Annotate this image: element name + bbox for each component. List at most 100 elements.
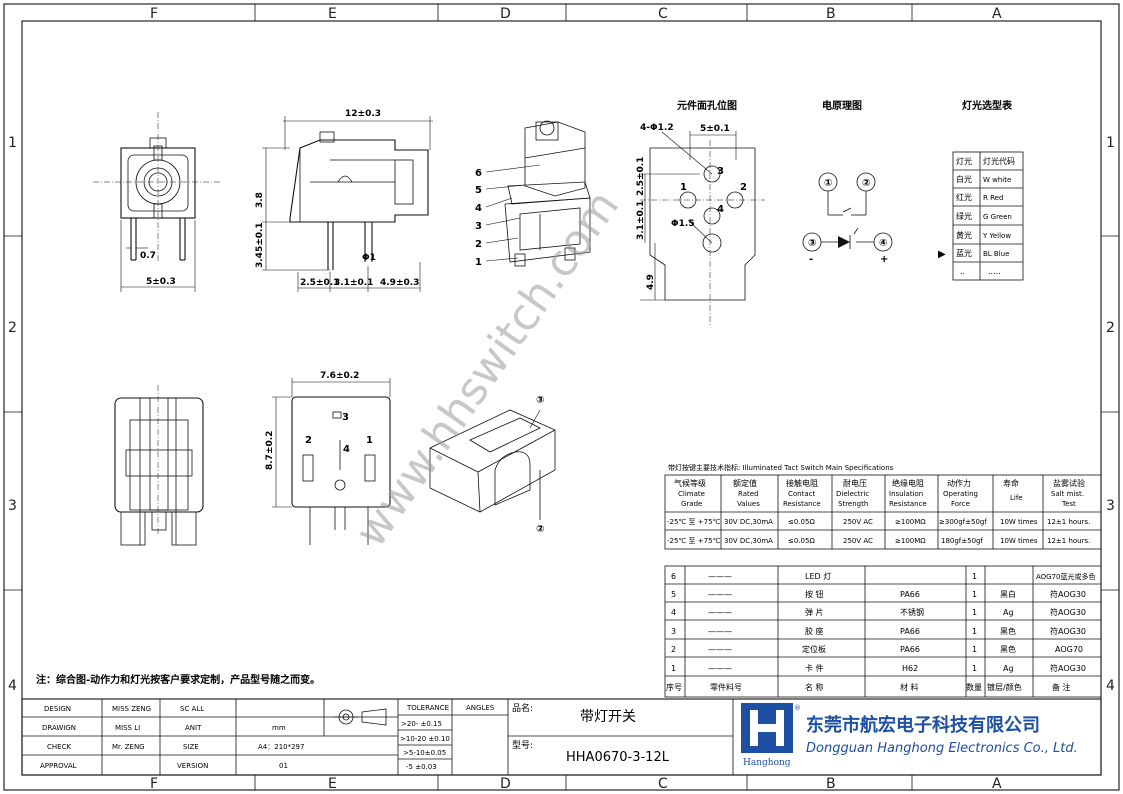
- isometric-view: [429, 409, 556, 520]
- spec-r1-c7: 10W times: [1000, 518, 1038, 526]
- iso-mark-3: ③: [536, 395, 544, 406]
- pcb-hole-spacing-dim: 5±0.1: [700, 124, 730, 134]
- zone-row-3-right: 3: [1106, 498, 1115, 514]
- bottom-height-dim: 8.7±0.2: [265, 431, 275, 470]
- pcb-hole-bottom-dim: 4.9: [646, 274, 656, 290]
- bom-r4-qty: 1: [972, 608, 977, 617]
- bom-r1-note: 符AOG30: [1050, 663, 1086, 673]
- side-pitch3-dim: 4.9±0.3: [380, 278, 419, 288]
- schematic: [802, 172, 893, 252]
- company-name-cn: 东莞市航宏电子科技有限公司: [806, 714, 1040, 736]
- side-height1-dim: 3.8: [255, 192, 265, 208]
- pcb-pin-1: 1: [680, 182, 687, 193]
- schematic-minus: -: [809, 254, 813, 265]
- bom-r5-qty: 1: [972, 590, 977, 599]
- bom-r3-mat: PA66: [900, 627, 920, 636]
- bom-header-no: 序号: [666, 682, 682, 692]
- zone-col-b-top: B: [826, 6, 836, 22]
- part-callout-2: 2: [475, 239, 482, 250]
- side-pitch2-dim: 3.1±0.1: [334, 278, 373, 288]
- bottom-width-dim: 7.6±0.2: [320, 371, 359, 381]
- tb-drawing-value: MISS LI: [115, 724, 140, 732]
- lamp-selected-arrow: ▶: [938, 249, 946, 260]
- spec-h1-l2: Climate: [678, 490, 705, 498]
- bom-r2-name: 定位板: [802, 644, 826, 654]
- lamp-row-6-color: ..: [960, 267, 965, 276]
- bom-r3-no: 3: [671, 627, 676, 636]
- spec-h8-l3: Test: [1061, 500, 1076, 508]
- front-width-dim: 5±0.3: [146, 277, 176, 287]
- pcb-center-hole-dim: Φ1.5: [671, 219, 695, 229]
- spec-h6-l3: Force: [951, 500, 970, 508]
- schematic-node-1: ①: [824, 178, 832, 189]
- pcb-hole-layout: [640, 131, 765, 325]
- spec-r1-c3: ≤0.05Ω: [788, 518, 815, 526]
- spec-r2-c5: ≥100MΩ: [895, 537, 926, 545]
- lamp-row-6-code: .....: [988, 267, 1001, 276]
- spec-r1-c5: ≥100MΩ: [895, 518, 926, 526]
- spec-h4-l1: 耐电压: [843, 478, 867, 488]
- spec-h2-l2: Rated: [738, 490, 759, 498]
- spec-h4-l3: Strength: [838, 500, 868, 508]
- side-view: [262, 116, 433, 292]
- bom-header-remark: 备 注: [1052, 682, 1071, 692]
- schematic-plus: +: [880, 254, 888, 265]
- tb-scale-label: SC ALL: [180, 705, 204, 713]
- tb-model-value: HHA0670-3-12L: [566, 750, 670, 765]
- spec-h1-l1: 气候等级: [674, 478, 706, 488]
- spec-r2-c1: -25℃ 至 +75℃: [667, 537, 721, 545]
- part-callout-1: 1: [475, 257, 482, 268]
- tb-name-value: 带灯开关: [580, 709, 636, 725]
- bom-r1-name: 卡 件: [805, 663, 824, 673]
- spec-h5-l1: 绝缘电阻: [892, 478, 924, 488]
- spec-h6-l1: 动作力: [947, 478, 971, 488]
- tb-tolerance-label: TOLERANCE: [406, 704, 449, 712]
- bom-r2-part: ———: [708, 645, 732, 654]
- spec-table-title: 带灯按键主要技术指标: Illuminated Tact Switch Main…: [668, 463, 894, 472]
- spec-h6-l2: Operating: [943, 490, 978, 498]
- lamp-row-4-color: 黄光: [956, 230, 972, 240]
- bom-r5-part: ———: [708, 590, 732, 599]
- bom-r4-part: ———: [708, 608, 732, 617]
- bottom-pin-4: 4: [343, 444, 350, 455]
- tb-size-value: A4：210*297: [258, 743, 304, 751]
- zone-col-e-bottom: E: [328, 776, 337, 792]
- bom-r1-plating: Ag: [1003, 664, 1014, 673]
- spec-h2-l3: Values: [737, 500, 760, 508]
- pcb-pin-3: 3: [717, 166, 724, 177]
- bom-r4-note: 符AOG30: [1050, 607, 1086, 617]
- lamp-row-2-code: R Red: [983, 194, 1003, 202]
- spec-h5-l2: Insulation: [889, 490, 923, 498]
- bottom-pin-2: 2: [305, 435, 312, 446]
- part-callout-4: 4: [475, 203, 482, 214]
- bom-header-plating: 镀层/颜色: [987, 682, 1022, 692]
- lamp-row-1-color: 白光: [956, 174, 972, 184]
- bom-r3-part: ———: [708, 627, 732, 636]
- lamp-row-5-code: BL Blue: [983, 250, 1009, 258]
- spec-h8-l2: Salt mist.: [1051, 490, 1084, 498]
- tb-check-label: CHECK: [47, 743, 71, 751]
- tb-tol-4: -5 ±0.03: [406, 763, 437, 771]
- tb-check-value: Mr. ZENG: [112, 743, 145, 751]
- tb-design-value: MISS ZENG: [112, 705, 151, 713]
- bom-r6-qty: 1: [972, 572, 977, 581]
- bom-r2-note: AOG70: [1055, 645, 1083, 654]
- bom-r6-note: AOG70蓝光或多色: [1036, 572, 1096, 581]
- tb-approval-label: APPROVAL: [40, 762, 77, 770]
- spec-r1-c4: 250V AC: [843, 518, 873, 526]
- tb-angles-label: ANGLES: [466, 704, 495, 712]
- spec-r2-c7: 10W times: [1000, 537, 1038, 545]
- zone-col-f-top: F: [150, 6, 158, 22]
- part-callout-6: 6: [475, 168, 482, 179]
- bom-r5-mat: PA66: [900, 590, 920, 599]
- bom-table-grid: [664, 565, 1102, 698]
- zone-col-e-top: E: [328, 6, 337, 22]
- bom-header-qty: 数量: [966, 682, 982, 692]
- pcb-hole-v1-dim: 2.5±0.1: [636, 157, 646, 196]
- tb-tol-2: >10-20 ±0.10: [400, 735, 450, 743]
- logo-text: Hanghong: [743, 758, 791, 768]
- spec-h3-l2: Contact: [788, 490, 815, 498]
- pcb-layout-title: 元件面孔位图: [677, 99, 737, 112]
- rear-view: [114, 385, 204, 546]
